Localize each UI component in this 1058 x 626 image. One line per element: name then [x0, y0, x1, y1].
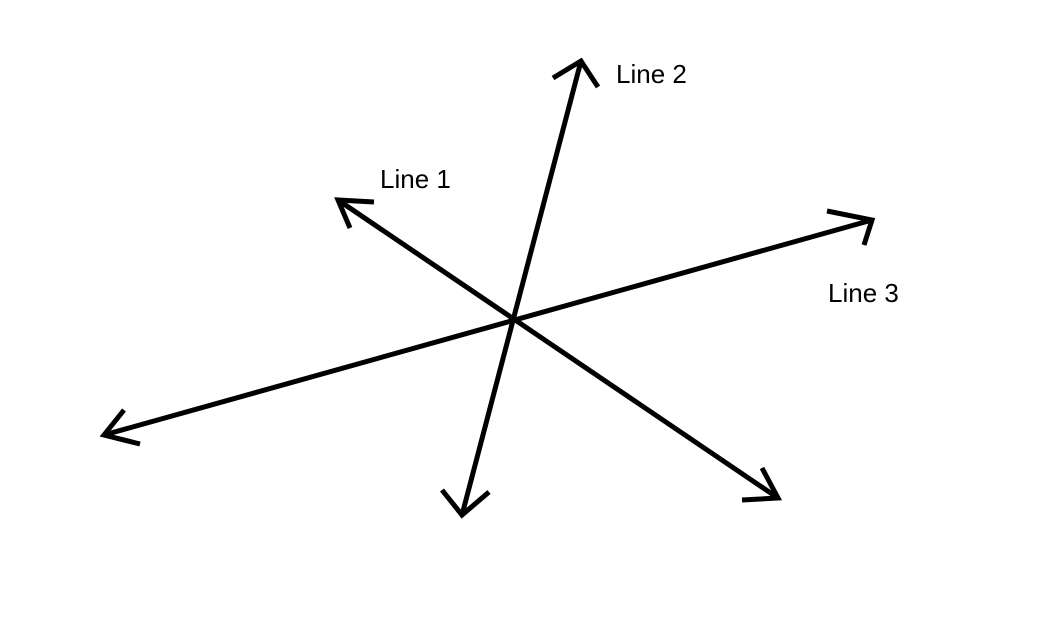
line-3-arrowhead-end — [826, 208, 876, 246]
line-2-arrowhead-start — [551, 57, 601, 89]
line-1-arrowhead-start — [334, 197, 375, 229]
line-2 — [440, 57, 601, 519]
line-1-arrowhead-end — [741, 466, 783, 503]
line-2-label: Line 2 — [616, 59, 687, 89]
line-3-label: Line 3 — [828, 278, 899, 308]
line-1-label: Line 1 — [380, 164, 451, 194]
line-2-arrowhead-end — [440, 488, 491, 519]
line-3-arrowhead-start — [99, 408, 141, 447]
line-3 — [99, 208, 876, 447]
line-1 — [334, 197, 783, 503]
